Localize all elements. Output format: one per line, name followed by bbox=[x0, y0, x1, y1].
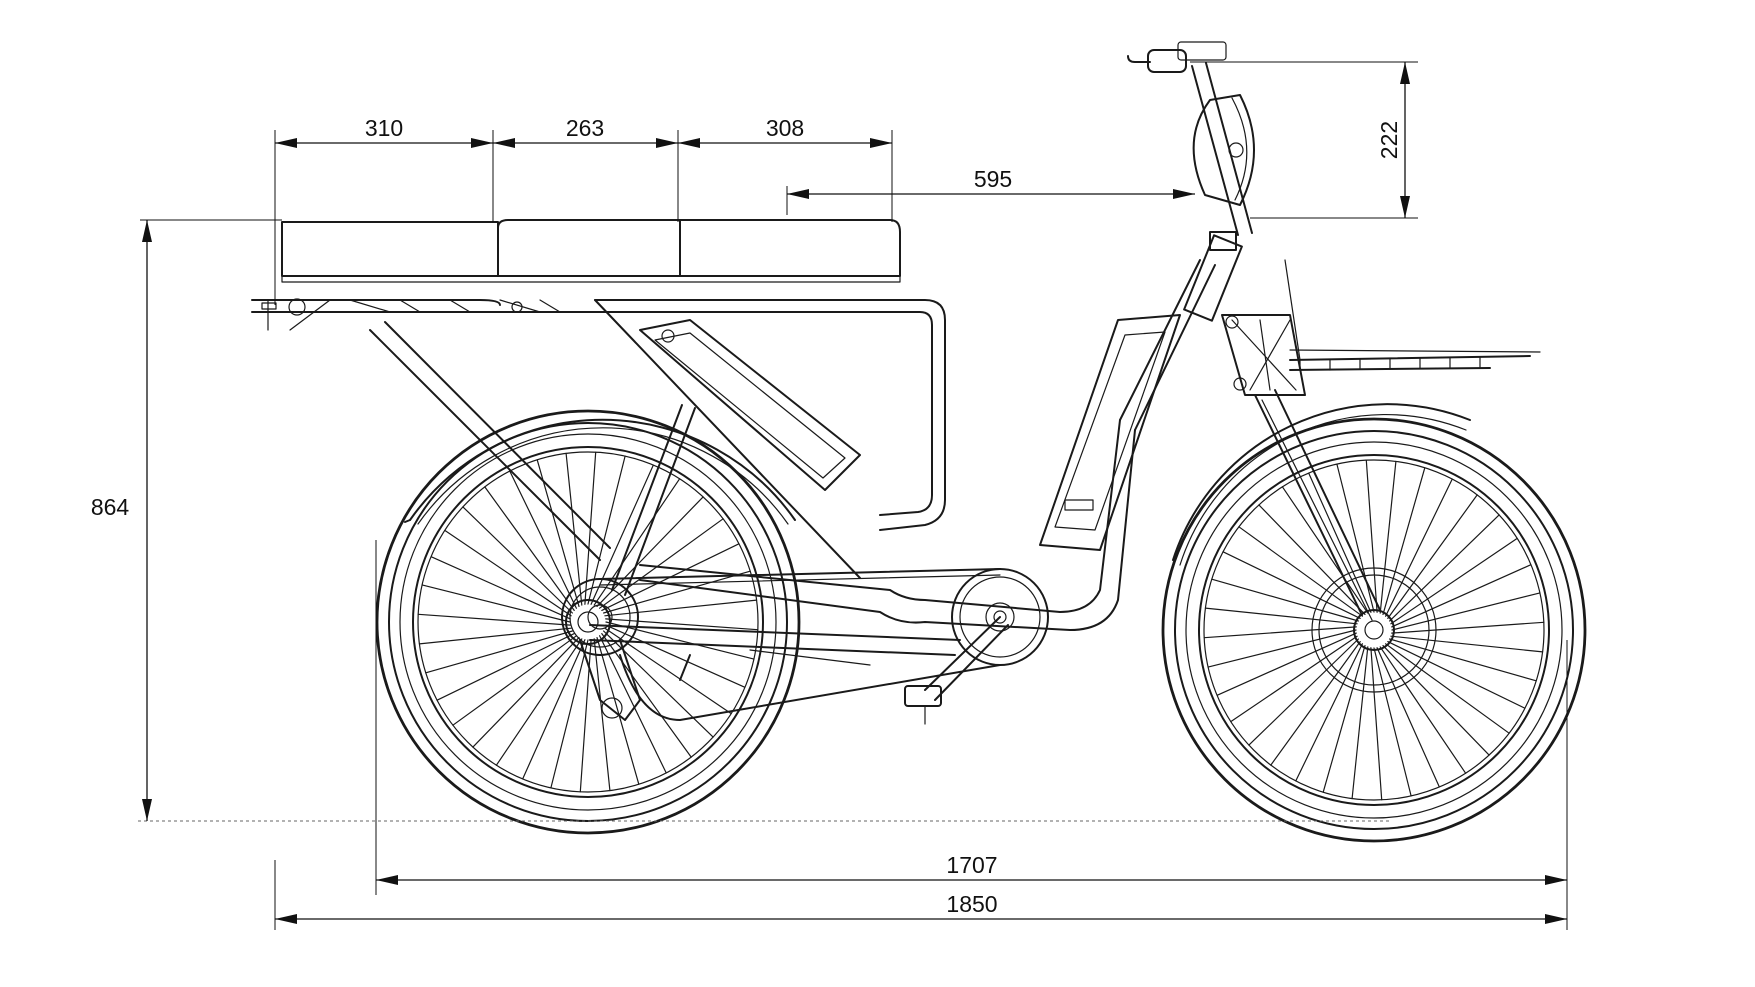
spoke bbox=[1376, 647, 1440, 788]
spoke bbox=[604, 599, 758, 617]
spoke bbox=[1270, 640, 1361, 766]
spoke bbox=[1308, 472, 1372, 613]
front-wheel bbox=[1161, 403, 1587, 843]
spoke bbox=[462, 506, 574, 614]
spoke bbox=[1382, 644, 1490, 756]
front-fork bbox=[1254, 389, 1381, 621]
spoke bbox=[1216, 632, 1357, 696]
spoke bbox=[1390, 537, 1518, 625]
dim-rack-mid-label: 263 bbox=[566, 115, 604, 141]
dim-seat-to-bar-label: 595 bbox=[974, 166, 1012, 192]
spoke bbox=[1248, 638, 1360, 746]
dimension-lines: 310 263 308 595 222 bbox=[91, 61, 1568, 930]
dim-seat-to-bar: 595 bbox=[786, 166, 1195, 215]
spoke bbox=[1373, 647, 1412, 797]
spoke bbox=[596, 636, 640, 785]
spoke bbox=[605, 624, 746, 688]
spoke bbox=[1390, 635, 1544, 653]
spoke bbox=[1387, 494, 1478, 620]
spoke bbox=[1391, 621, 1545, 634]
dim-overall-length-label: 1850 bbox=[946, 891, 997, 917]
spoke bbox=[593, 638, 611, 792]
spoke bbox=[484, 486, 575, 612]
dim-rack-rear-label: 310 bbox=[365, 115, 403, 141]
dim-rack-rear: 310 bbox=[275, 115, 493, 148]
dim-wheelbase-span: 1707 bbox=[376, 852, 1567, 885]
drivetrain bbox=[561, 568, 1049, 725]
spoke bbox=[598, 635, 667, 774]
rear-battery bbox=[639, 319, 861, 491]
spoke bbox=[565, 452, 583, 606]
dim-rack-mid: 263 bbox=[493, 115, 678, 148]
spoke bbox=[605, 621, 755, 660]
spoke bbox=[1388, 638, 1537, 682]
spoke bbox=[536, 459, 580, 608]
spoke bbox=[1387, 640, 1526, 709]
rear-spokes bbox=[417, 451, 759, 793]
spoke bbox=[1391, 592, 1541, 631]
front-spokes bbox=[1203, 459, 1545, 801]
handlebar-stem bbox=[1127, 41, 1255, 251]
spoke bbox=[522, 639, 586, 780]
spoke bbox=[495, 638, 583, 766]
spoke bbox=[1295, 643, 1364, 782]
spoke bbox=[1351, 646, 1369, 800]
spoke bbox=[425, 630, 574, 674]
spoke bbox=[598, 518, 724, 609]
spoke bbox=[1391, 564, 1532, 628]
spoke bbox=[1388, 514, 1500, 622]
spoke bbox=[444, 529, 572, 617]
bike-illustration bbox=[251, 41, 1587, 843]
rear-rack bbox=[251, 298, 606, 331]
spoke bbox=[1207, 629, 1357, 668]
dim-bar-height: 222 bbox=[1376, 62, 1410, 218]
spoke bbox=[1238, 526, 1364, 617]
spoke bbox=[1203, 626, 1357, 639]
spoke bbox=[452, 635, 578, 726]
frame bbox=[369, 234, 1243, 656]
spoke bbox=[430, 556, 571, 620]
spoke bbox=[1222, 551, 1361, 620]
rear-wheel bbox=[375, 409, 801, 835]
spoke bbox=[1211, 578, 1360, 622]
spoke bbox=[601, 632, 692, 758]
spoke bbox=[1204, 607, 1358, 625]
spoke bbox=[1365, 459, 1378, 613]
spoke bbox=[590, 464, 654, 605]
spoke bbox=[1384, 478, 1453, 617]
dim-rack-front-label: 308 bbox=[766, 115, 804, 141]
spoke bbox=[1230, 635, 1358, 723]
spoke bbox=[602, 630, 714, 738]
dim-bar-height-label: 222 bbox=[1376, 121, 1402, 159]
spoke bbox=[593, 478, 681, 606]
spoke bbox=[418, 627, 572, 645]
spoke bbox=[436, 632, 575, 701]
dim-overall-height: 864 bbox=[91, 220, 152, 821]
spoke bbox=[417, 613, 571, 626]
dim-overall-length: 1850 bbox=[275, 891, 1567, 924]
front-rack bbox=[1221, 259, 1541, 396]
spoke bbox=[1281, 486, 1369, 614]
spoke bbox=[605, 618, 759, 631]
spoke bbox=[472, 636, 580, 748]
spoke bbox=[596, 496, 704, 608]
seat-bench bbox=[281, 219, 901, 283]
spoke bbox=[1258, 504, 1366, 616]
dim-overall-height-label: 864 bbox=[91, 494, 130, 520]
spoke bbox=[1322, 644, 1366, 793]
spoke bbox=[1336, 463, 1375, 613]
dim-wheelbase-span-label: 1707 bbox=[946, 852, 997, 878]
spoke bbox=[1384, 643, 1510, 734]
spoke bbox=[1379, 646, 1467, 774]
spoke bbox=[509, 470, 578, 609]
spoke bbox=[1379, 460, 1397, 614]
spoke bbox=[550, 639, 589, 789]
spoke bbox=[1382, 467, 1426, 616]
spoke bbox=[1370, 647, 1383, 801]
spoke bbox=[421, 584, 571, 623]
dim-rack-front: 308 bbox=[678, 115, 892, 148]
front-battery bbox=[1039, 314, 1181, 551]
